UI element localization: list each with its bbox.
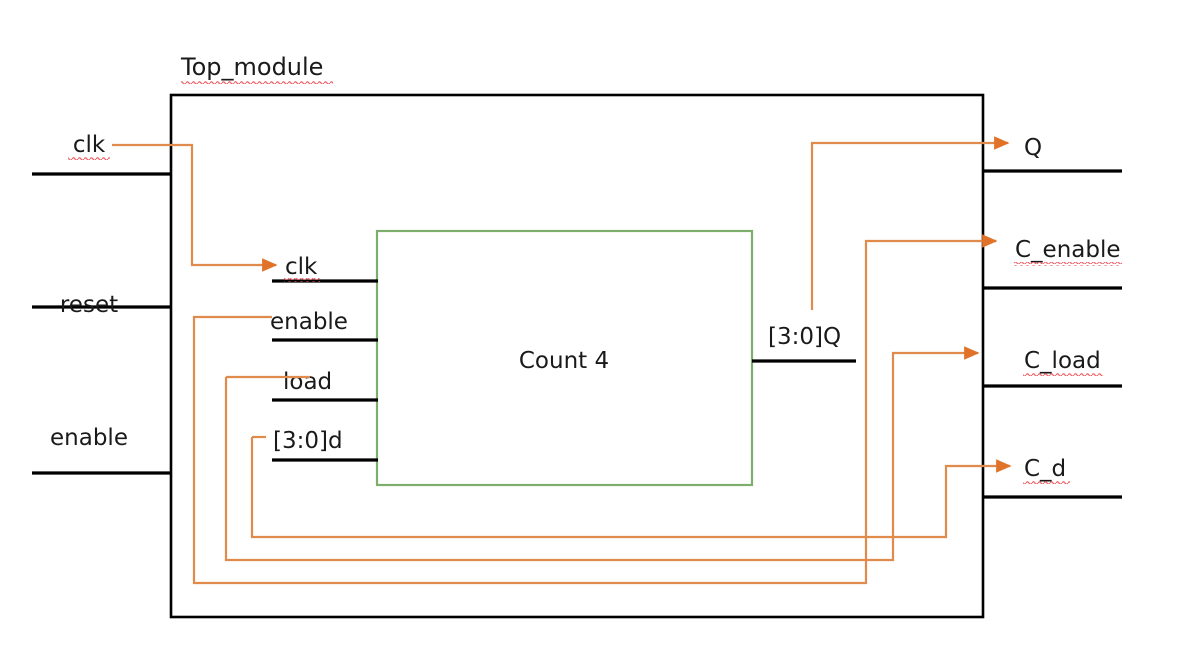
count4-block-border	[375, 229, 754, 487]
spellcheck-underline-title	[181, 80, 333, 84]
label-external-input-reset: reset	[60, 292, 118, 318]
label-external-output-c-load: C_load	[1024, 348, 1101, 374]
spellcheck-underline-c-load	[1023, 373, 1103, 377]
wire-q-to-external-q	[810, 136, 1010, 310]
spellcheck-underline-c-enable	[1014, 262, 1122, 266]
count4-block-label: Count 4	[519, 348, 609, 374]
count4-block: Count 4	[375, 229, 754, 487]
inner-output-port: [3:0]Q	[752, 324, 856, 363]
spellcheck-underline-inner-clk	[284, 278, 320, 282]
top-module-boundary	[169, 93, 985, 619]
label-inner-input-enable: enable	[270, 309, 348, 335]
label-external-output-c-d: C_d	[1024, 456, 1066, 482]
inner-input-labels: clk enable load [3:0]d	[270, 254, 348, 454]
wire-d-to-c-d	[250, 437, 1012, 539]
label-external-output-c-enable: C_enable	[1015, 237, 1121, 263]
label-inner-input-clk: clk	[285, 254, 318, 280]
label-inner-output-q: [3:0]Q	[768, 324, 841, 350]
wire-load-to-c-load	[224, 346, 980, 562]
diagram-title-text: Top_module	[180, 53, 323, 81]
label-external-input-enable: enable	[50, 425, 128, 451]
label-inner-input-load: load	[283, 369, 332, 395]
external-output-labels: Q C_enable C_load C_d	[1014, 135, 1122, 485]
spellcheck-underline-clk-in	[68, 157, 110, 161]
diagram-title: Top_module	[180, 53, 333, 84]
spellcheck-underline-c-d	[1023, 481, 1070, 485]
label-inner-input-d: [3:0]d	[273, 428, 343, 454]
wire-enable-to-c-enable	[192, 239, 996, 585]
wire-clk-to-inner-clk	[112, 143, 278, 272]
label-external-output-q: Q	[1024, 135, 1042, 161]
external-input-labels: clk reset enable	[50, 132, 128, 451]
external-input-ports	[32, 172, 171, 475]
external-output-ports	[983, 169, 1122, 499]
label-external-input-clk: clk	[73, 132, 106, 158]
